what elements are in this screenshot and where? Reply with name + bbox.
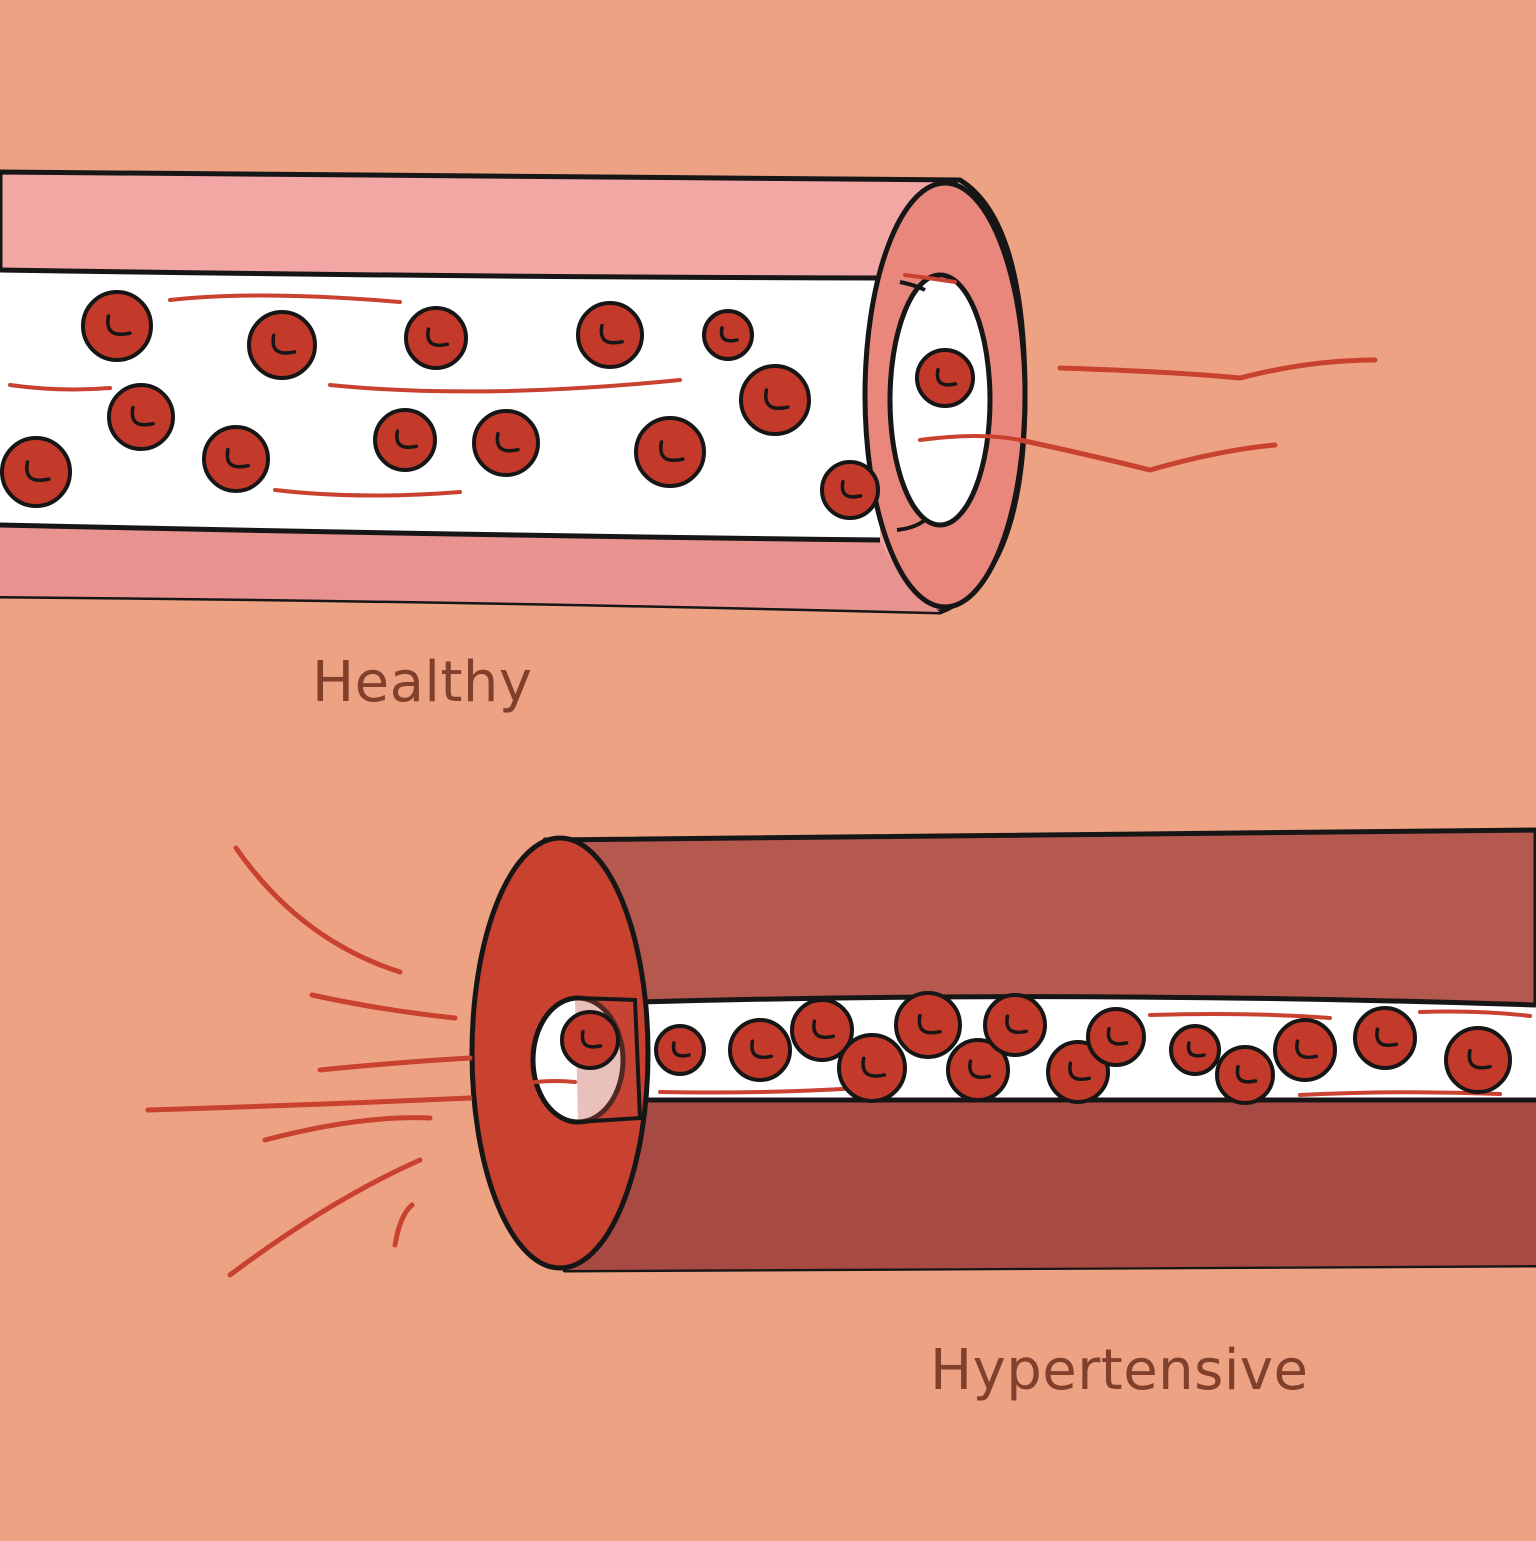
healthy-blood-cell-6 xyxy=(739,364,811,436)
hypertensive-label: Hypertensive xyxy=(930,1338,1309,1403)
healthy-blood-cell-8 xyxy=(202,425,270,493)
healthy-blood-cell-13 xyxy=(820,460,880,520)
hypertensive-blood-cell-8 xyxy=(1046,1040,1110,1104)
hypertensive-blood-cell-10 xyxy=(1169,1024,1221,1076)
hypertensive-blood-cell-9 xyxy=(1086,1007,1146,1067)
hypertensive-blood-cell-15 xyxy=(560,1010,620,1070)
healthy-blood-cell-9 xyxy=(373,408,437,472)
hypertensive-blood-cell-6 xyxy=(946,1038,1010,1102)
healthy-blood-cell-11 xyxy=(634,416,706,488)
hypertensive-blood-cell-3 xyxy=(790,998,854,1062)
hypertensive-blood-cells xyxy=(560,991,1512,1105)
healthy-flow-streaks xyxy=(8,273,1022,498)
hypertensive-blood-cell-14 xyxy=(1444,1026,1512,1094)
healthy-blood-cell-5 xyxy=(702,309,754,361)
healthy-blood-cell-3 xyxy=(404,306,468,370)
healthy-blood-cell-2 xyxy=(247,310,317,380)
healthy-blood-cell-1 xyxy=(81,290,153,362)
hypertensive-blood-cell-5 xyxy=(894,991,962,1059)
hypertensive-blood-cell-7 xyxy=(983,993,1047,1057)
hypertensive-flow-streaks xyxy=(533,1009,1532,1097)
healthy-blood-cell-7 xyxy=(107,383,175,451)
hypertensive-blood-cell-1 xyxy=(654,1024,706,1076)
hypertensive-blood-cell-12 xyxy=(1273,1018,1337,1082)
healthy-blood-cell-14 xyxy=(915,348,975,408)
hypertensive-blood-cell-11 xyxy=(1215,1045,1275,1105)
healthy-label: Healthy xyxy=(312,650,533,715)
healthy-outflow-lines xyxy=(1017,357,1378,473)
hypertensive-blood-cell-2 xyxy=(728,1018,792,1082)
healthy-blood-cell-4 xyxy=(576,301,644,369)
healthy-vessel-lower-wall xyxy=(0,525,940,612)
healthy-blood-cells xyxy=(0,290,975,520)
healthy-blood-cell-10 xyxy=(472,409,540,477)
hypertensive-blood-cell-4 xyxy=(837,1033,907,1103)
hypertensive-blood-cell-13 xyxy=(1353,1006,1417,1070)
healthy-blood-cell-12 xyxy=(0,436,72,508)
hypertensive-vessel-lower-wall xyxy=(565,1099,1536,1270)
hypertensive-outflow-lines xyxy=(145,845,473,1278)
